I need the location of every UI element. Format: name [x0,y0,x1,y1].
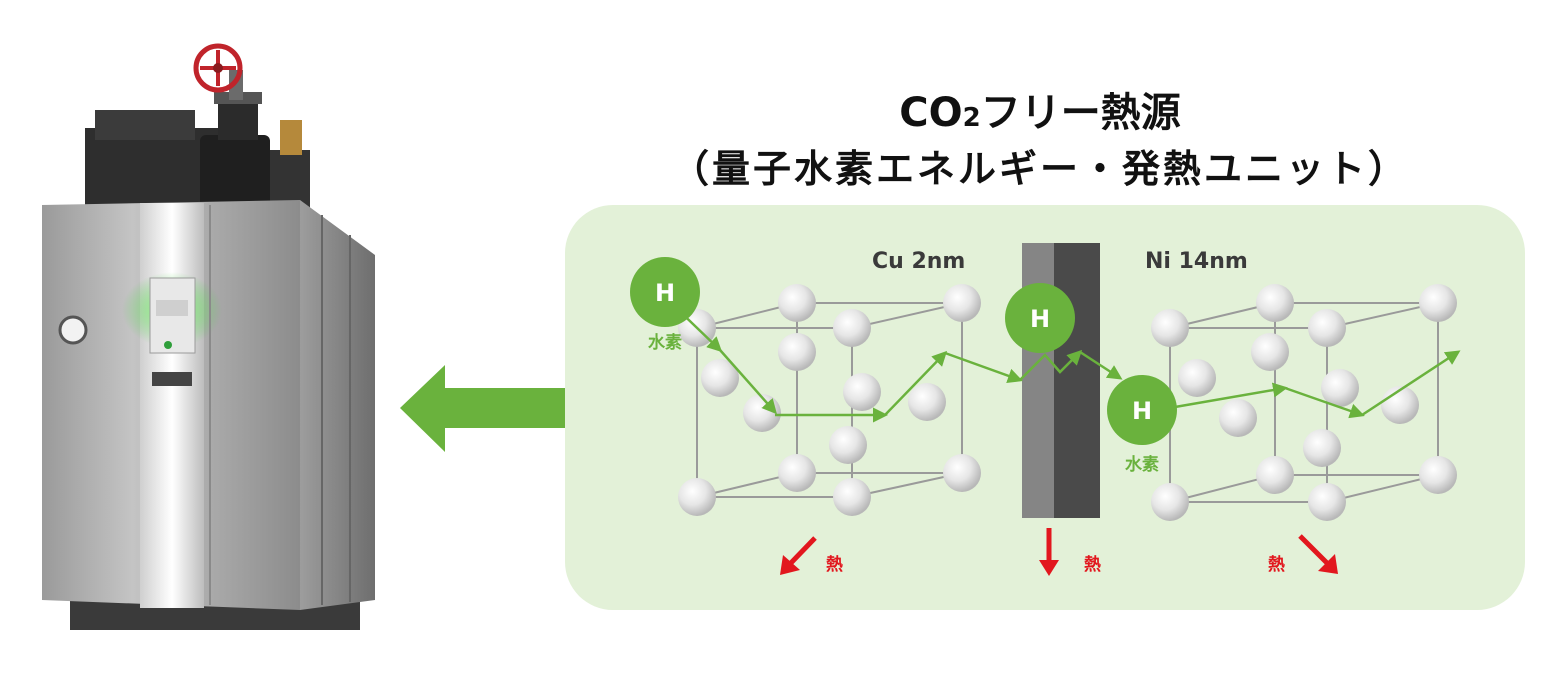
atom [1178,359,1216,397]
atom [1381,386,1419,424]
atom [1151,483,1189,521]
atom [843,373,881,411]
atom [829,426,867,464]
atom [1308,309,1346,347]
atom [1256,456,1294,494]
atom [743,394,781,432]
atom [1321,369,1359,407]
atom [678,478,716,516]
atom [908,383,946,421]
heat-arrow-2: 熱 [1039,528,1101,576]
heat-label: 熱 [1268,554,1285,575]
boiler-front-strip [140,203,204,608]
atom [833,478,871,516]
atom [1419,284,1457,322]
hydrogen-atom-1: H [630,257,700,327]
atom [778,333,816,371]
atom [701,359,739,397]
atom [943,284,981,322]
title-co: CO [899,90,963,136]
title-line-1: CO2フリー熱源 [560,80,1520,138]
ni-interface-layer [1054,243,1100,518]
pressure-gauge-icon [58,315,88,345]
hydrogen-atom-3: H [1107,375,1177,445]
atom [778,284,816,322]
atom [1251,333,1289,371]
red-handwheel-valve-icon [193,43,243,100]
title-suffix: フリー熱源 [980,90,1181,136]
title-line-2: （量子水素エネルギー・発熱ユニット） [670,147,1409,191]
atom [1303,429,1341,467]
hydrogen-symbol: H [655,279,675,307]
brass-valve-icon [280,120,302,155]
heat-arrow-3: 熱 [1268,534,1338,575]
ni-atoms [1151,284,1457,521]
atom [1419,456,1457,494]
atom [1256,284,1294,322]
atom [943,454,981,492]
heat-flow-arrow-left-icon [400,365,565,452]
boiler-chimney [200,135,270,210]
boiler-machine-illustration [42,43,375,630]
heat-arrow-down-left-icon [786,536,817,568]
hydrogen-atom-2: H [1005,283,1075,353]
ni-layer-label: Ni 14nm [1145,249,1248,274]
heat-label: 熱 [826,554,843,575]
title-subscript: 2 [962,103,981,133]
heat-arrow-1: 熱 [780,536,843,575]
hydrogen-label: 水素 [648,332,682,353]
atom [1219,399,1257,437]
atom [833,309,871,347]
atom [1308,483,1346,521]
hydrogen-label: 水素 [1125,454,1159,475]
hydrogen-symbol: H [1030,305,1050,333]
heat-arrow-down-right-icon [1298,534,1330,566]
cu-layer-label: Cu 2nm [872,249,965,274]
hydrogen-diffusion-path [667,299,1461,423]
hydrogen-symbol: H [1132,397,1152,425]
heat-label: 熱 [1084,554,1101,575]
atom [1151,309,1189,347]
atom [778,454,816,492]
